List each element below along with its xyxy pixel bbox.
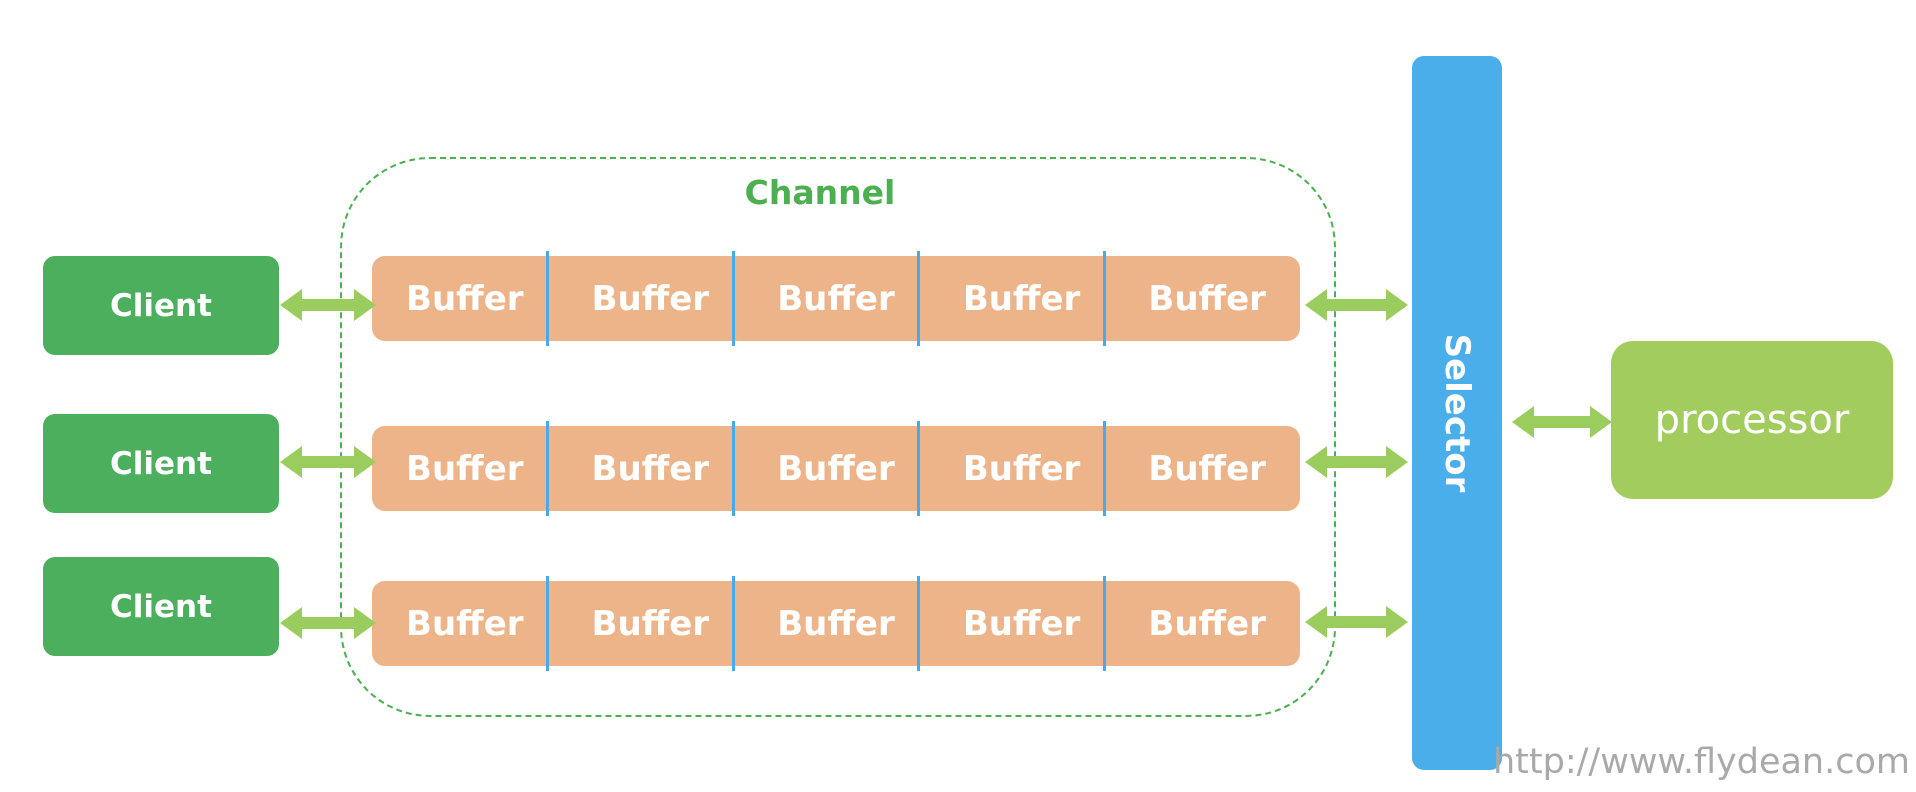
buffer-cell: Buffer [591,448,710,489]
buffer-divider [917,421,920,516]
buffer-cell: Buffer [962,448,1081,489]
buffer-cell: Buffer [406,448,524,489]
buffer-cell: Buffer [1148,278,1266,319]
selector-bar: Selector [1412,56,1502,770]
buffer-cell: Buffer [777,448,895,489]
double-arrow-icon [1512,406,1612,438]
buffer-row: Buffer Buffer Buffer Buffer Buffer [372,256,1300,341]
buffer-cell: Buffer [962,603,1081,644]
buffer-divider [546,421,549,516]
buffer-divider [732,251,735,346]
buffer-cell: Buffer [406,278,524,319]
buffer-divider [1103,251,1106,346]
double-arrow-icon [1305,446,1408,478]
processor-box: processor [1611,341,1893,499]
client-label: Client [110,588,212,625]
client-box: Client [43,557,279,656]
buffer-cell: Buffer [1148,448,1266,489]
buffer-divider [732,421,735,516]
client-box: Client [43,256,279,355]
client-box: Client [43,414,279,513]
buffer-cell: Buffer [591,603,710,644]
buffer-cell: Buffer [777,278,895,319]
channel-boundary [340,157,1336,717]
buffer-row: Buffer Buffer Buffer Buffer Buffer [372,426,1300,511]
buffer-divider [917,576,920,671]
processor-label: processor [1654,397,1850,443]
client-label: Client [110,287,212,324]
buffer-divider [1103,576,1106,671]
double-arrow-icon [1305,289,1408,321]
buffer-cell: Buffer [962,278,1081,319]
buffer-divider [732,576,735,671]
double-arrow-icon [280,446,376,478]
double-arrow-icon [280,289,376,321]
buffer-divider [917,251,920,346]
channel-label: Channel [744,173,896,212]
buffer-cell: Buffer [1148,603,1266,644]
buffer-cell: Buffer [591,278,710,319]
buffer-divider [546,576,549,671]
buffer-divider [546,251,549,346]
watermark-text: http://www.flydean.com [1492,742,1910,782]
double-arrow-icon [1305,606,1408,638]
buffer-cell: Buffer [406,603,524,644]
client-label: Client [110,445,212,482]
buffer-divider [1103,421,1106,516]
double-arrow-icon [280,607,376,639]
buffer-cell: Buffer [777,603,895,644]
buffer-row: Buffer Buffer Buffer Buffer Buffer [372,581,1300,666]
